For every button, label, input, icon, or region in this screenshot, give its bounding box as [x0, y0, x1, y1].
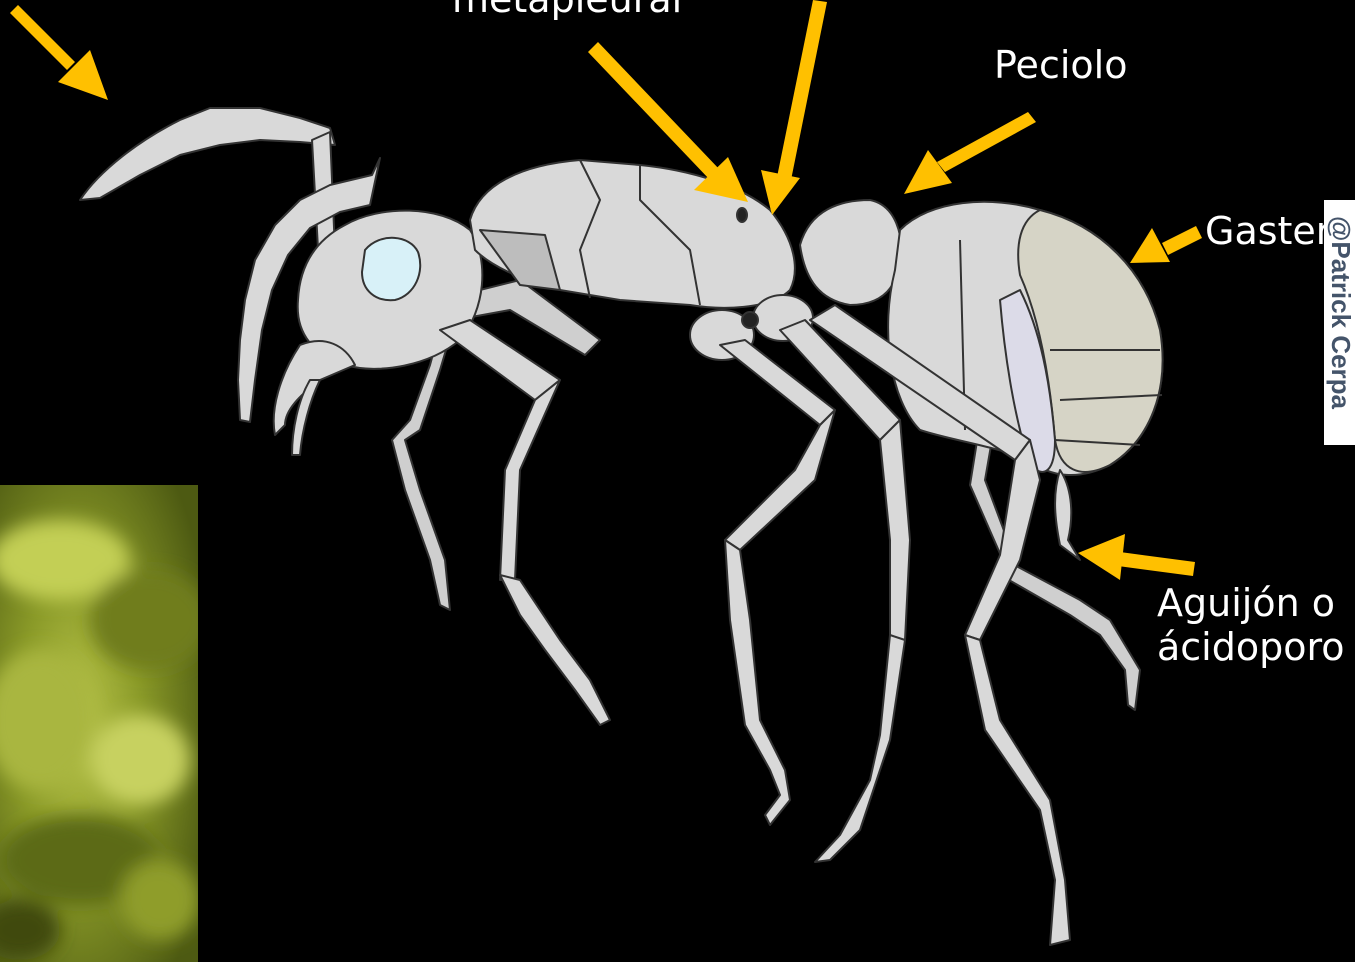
leaf-photo: [0, 485, 210, 962]
ant-body: [80, 108, 1163, 945]
label-metapleural: metapleural: [452, 0, 682, 22]
label-aguijon: Aguijón o ácidoporo: [1157, 582, 1345, 669]
arrow-aguijon: [1078, 534, 1195, 580]
credit-text: @Patrick Cerpa: [1325, 216, 1355, 406]
label-aguijon-line2: ácidoporo: [1157, 626, 1345, 670]
label-aguijon-line1: Aguijón o: [1157, 582, 1345, 626]
arrow-gaster: [1130, 226, 1202, 263]
label-gaster: Gaster: [1205, 210, 1331, 254]
arrow-propodeum: [761, 0, 827, 215]
arrow-antenna: [10, 5, 108, 100]
label-peciolo: Peciolo: [994, 44, 1127, 88]
arrow-peciolo: [904, 112, 1036, 194]
